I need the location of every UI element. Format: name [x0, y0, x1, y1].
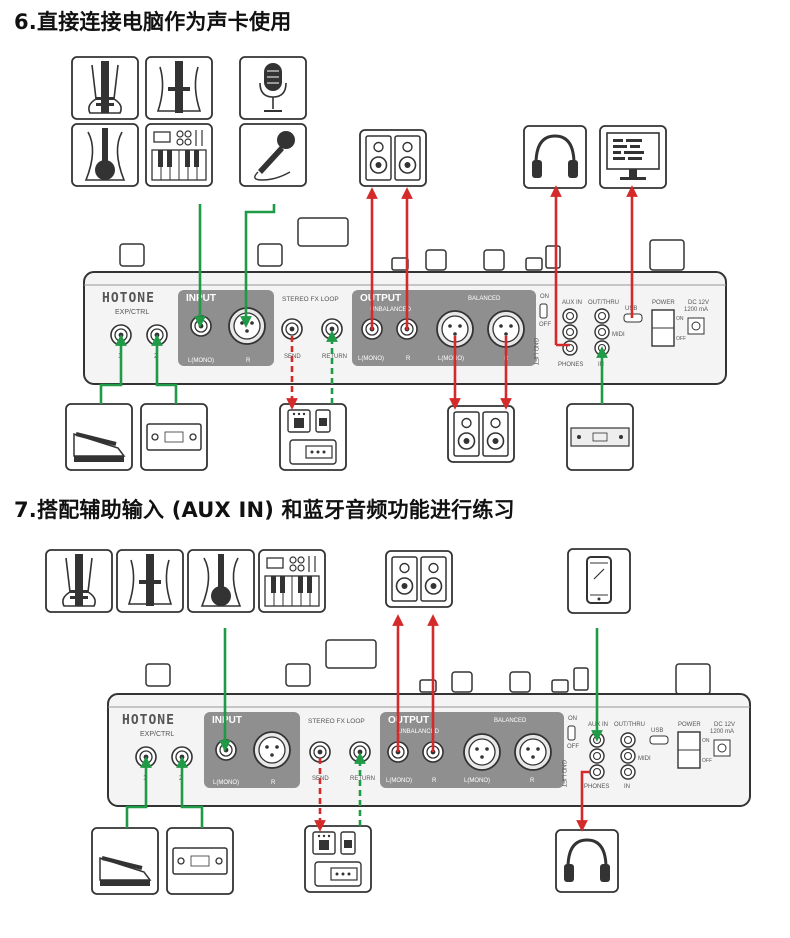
port-label: OFF [702, 758, 712, 764]
headphones-icon [554, 828, 620, 894]
computer-icon [599, 125, 667, 189]
bass-guitar-icon [116, 549, 184, 613]
port-label: RETURN [350, 776, 375, 782]
port-label: OFF [567, 744, 579, 750]
brand-logo: HOTONE [102, 291, 155, 306]
port-label: UNBALANCED [370, 307, 412, 313]
port-label: AUX IN [562, 300, 582, 306]
port-label: ON [676, 316, 684, 322]
port-label: L(MONO) [438, 356, 464, 362]
port-label: USB [651, 728, 663, 734]
port-label: BALANCED [468, 296, 501, 302]
section-7-diagram: HOTONE EXP/CTRL 1 2 INPUT L(MONO) R STER… [45, 548, 751, 896]
port-label: ON [568, 716, 577, 722]
port-label: IN [624, 784, 630, 790]
port-label: ON [540, 294, 549, 300]
port-label: DC 12V [688, 300, 709, 306]
port-label: INPUT [212, 715, 242, 726]
port-label: OUT/THRU [588, 300, 619, 306]
expression-pedal-icon [90, 826, 160, 896]
port-label: POWER [652, 300, 675, 306]
port-label: STEREO FX LOOP [282, 296, 339, 303]
port-label: EXP/CTRL [115, 309, 149, 316]
port-label: L(MONO) [188, 358, 214, 364]
port-label: OUTPUT [360, 293, 401, 304]
port-label: MIDI [612, 332, 625, 338]
keyboard-synth-icon [258, 549, 326, 613]
effects-pedal-icon [279, 403, 347, 471]
port-label: R [432, 778, 437, 784]
section-6-title: 6.直接连接电脑作为声卡使用 [14, 10, 292, 34]
keyboard-synth-icon [145, 123, 213, 187]
brand-logo: HOTONE [122, 713, 175, 728]
port-label: OUTPUT [388, 715, 429, 726]
port-label: 1200 mA [710, 729, 734, 735]
electric-guitar-icon [45, 549, 113, 613]
studio-monitors-icon [385, 550, 453, 608]
smartphone-icon [567, 548, 631, 614]
port-label: EXP/CTRL [140, 731, 174, 738]
midi-controller-icon [566, 403, 634, 471]
port-label: OFF [676, 336, 686, 342]
footswitch-icon [166, 827, 234, 895]
port-label: BALANCED [494, 718, 527, 724]
port-label: OFF [539, 322, 551, 328]
expression-pedal-icon [64, 402, 134, 472]
handheld-microphone-icon [239, 123, 307, 187]
port-label: R [271, 780, 276, 786]
footswitch-icon [140, 403, 208, 471]
port-label: L(MONO) [213, 780, 239, 786]
port-label: R [246, 358, 251, 364]
electric-guitar-icon [71, 56, 139, 120]
port-label: STEREO FX LOOP [308, 718, 365, 725]
effects-pedal-icon [304, 825, 372, 893]
port-label: RETURN [322, 354, 347, 360]
acoustic-guitar-icon [71, 123, 139, 187]
port-label: GND LIFT [560, 760, 566, 788]
port-label: R [530, 778, 535, 784]
port-label: PHONES [558, 362, 583, 368]
port-label: UNBALANCED [398, 729, 440, 735]
port-label: MIDI [638, 756, 651, 762]
studio-monitors-icon [359, 129, 427, 187]
bass-guitar-icon [145, 56, 213, 120]
studio-microphone-icon [239, 56, 307, 120]
port-label: ON [702, 738, 710, 744]
section-6-diagram: HOTONE EXP/CTRL 1 2 INPUT L(MONO) R STER… [64, 56, 727, 472]
port-label: OUT/THRU [614, 722, 645, 728]
section-7-title: 7.搭配辅助输入 (AUX IN) 和蓝牙音频功能进行练习 [14, 498, 515, 522]
port-label: L(MONO) [386, 778, 412, 784]
port-label: 1200 mA [684, 307, 708, 313]
acoustic-guitar-icon [187, 549, 255, 613]
studio-monitors-icon [447, 405, 515, 463]
port-label: POWER [678, 722, 701, 728]
port-label: GND LIFT [532, 338, 538, 366]
port-label: L(MONO) [464, 778, 490, 784]
headphones-icon [522, 124, 588, 190]
port-label: PHONES [584, 784, 609, 790]
port-label: L(MONO) [358, 356, 384, 362]
port-label: R [406, 356, 411, 362]
port-label: DC 12V [714, 722, 735, 728]
